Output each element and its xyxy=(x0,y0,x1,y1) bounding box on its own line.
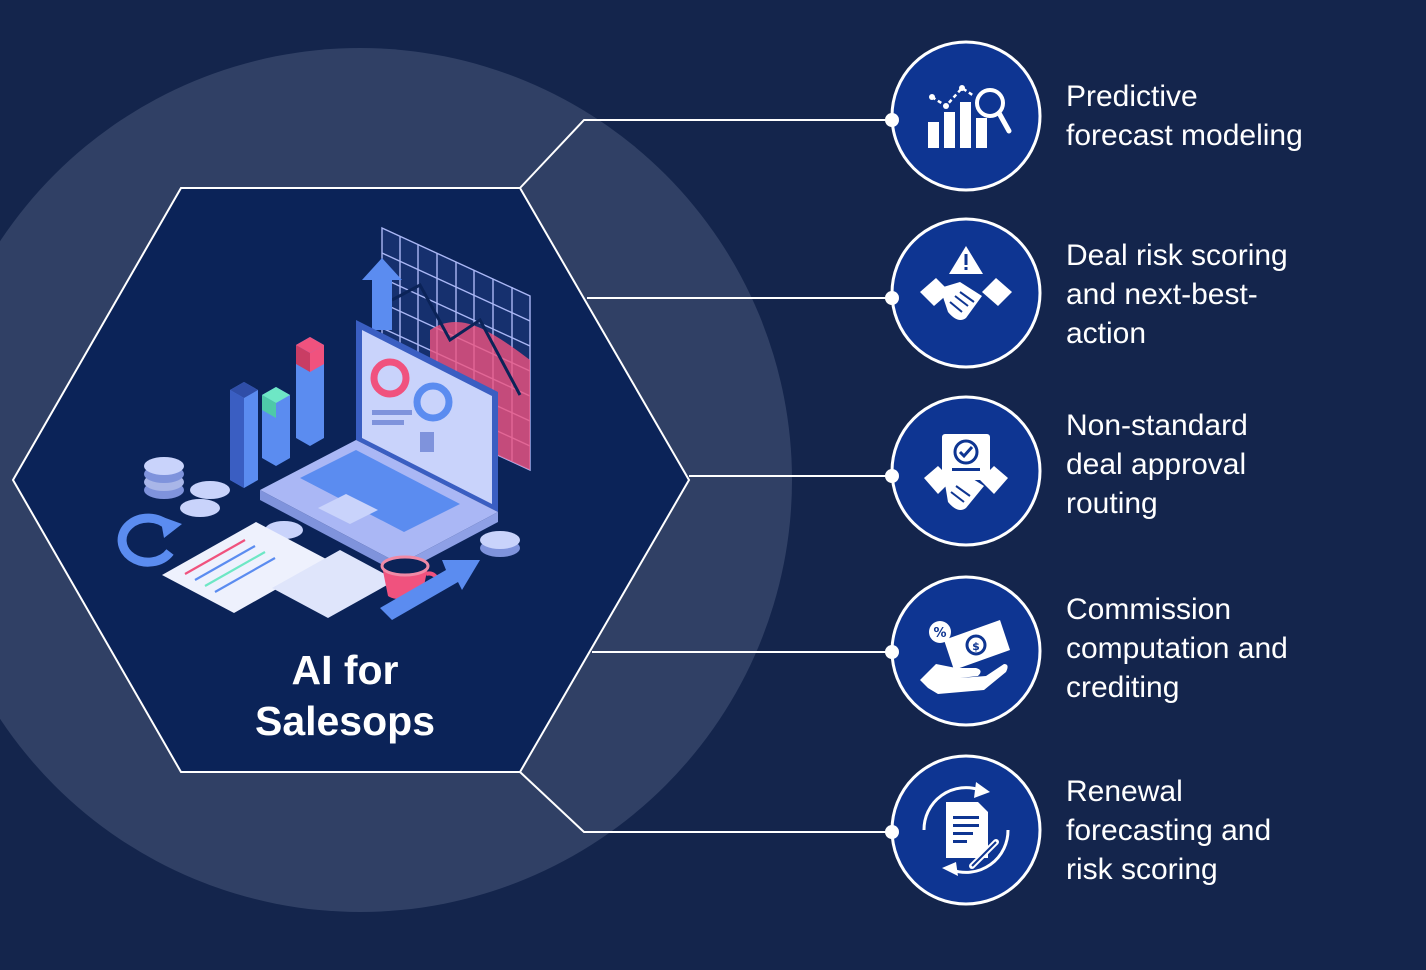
handshake-approval-icon xyxy=(924,434,1008,510)
trend-line xyxy=(391,282,522,396)
connector-dots xyxy=(885,113,899,839)
bar-chart-magnifier-icon xyxy=(928,85,1012,148)
svg-text:$: $ xyxy=(972,640,980,653)
connector-5 xyxy=(519,771,892,833)
item-4-line-3: crediting xyxy=(1066,671,1180,704)
report-paper-1 xyxy=(162,522,328,613)
item-2-line-3: action xyxy=(1066,317,1147,350)
item-5-line-1: Renewal xyxy=(1066,775,1183,808)
item-3-line-1: Non-standard xyxy=(1066,409,1248,442)
item-label-commission: Commission computation and crediting xyxy=(1066,590,1386,707)
document-renewal-icon xyxy=(922,782,1010,876)
item-5-line-3: risk scoring xyxy=(1066,853,1218,886)
report-paper-2 xyxy=(272,550,396,618)
center-title-line-2: Salesops xyxy=(254,698,436,744)
svg-text:%: % xyxy=(933,626,946,641)
bar-columns xyxy=(230,337,324,488)
item-1-line-1: Predictive xyxy=(1066,80,1198,113)
up-arrow xyxy=(362,258,402,330)
hand-money-percent-icon: $ % xyxy=(920,620,1010,694)
item-4-line-1: Commission xyxy=(1066,593,1232,626)
right-arrow xyxy=(380,560,480,620)
item-2-line-2: and next-best- xyxy=(1066,278,1258,311)
item-2-line-1: Deal risk scoring xyxy=(1066,239,1288,272)
center-title-line-1: AI for xyxy=(291,647,399,693)
coin-stacks xyxy=(144,457,520,557)
refresh-arrow xyxy=(117,513,174,567)
item-3-line-2: deal approval xyxy=(1066,448,1247,481)
item-label-predictive-forecast: Predictive forecast modeling xyxy=(1066,77,1386,155)
center-title: AI for Salesops xyxy=(170,645,520,747)
item-1-line-2: forecast modeling xyxy=(1066,119,1303,152)
item-label-deal-risk: Deal risk scoring and next-best- action xyxy=(1066,236,1386,353)
keyboard xyxy=(300,450,460,532)
item-label-deal-approval: Non-standard deal approval routing xyxy=(1066,406,1386,523)
item-5-line-2: forecasting and xyxy=(1066,814,1272,847)
item-3-line-3: routing xyxy=(1066,487,1158,520)
item-4-line-2: computation and xyxy=(1066,632,1288,665)
isometric-laptop-analytics-illustration xyxy=(117,226,531,620)
connectors xyxy=(519,119,892,833)
handshake-warning-icon xyxy=(920,246,1012,320)
item-label-renewal: Renewal forecasting and risk scoring xyxy=(1066,772,1386,889)
connector-1 xyxy=(519,119,892,189)
